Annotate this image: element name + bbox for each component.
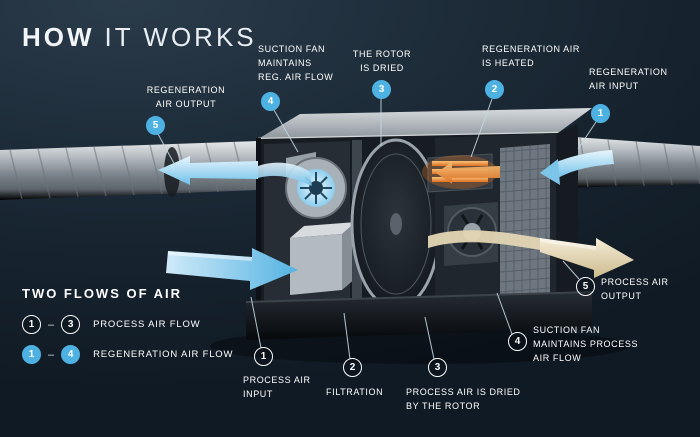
legend-regeneration-label: REGENERATION AIR FLOW — [93, 349, 234, 360]
legend-dash-1: – — [48, 318, 55, 331]
step-badge-process-5: 5 — [576, 277, 595, 296]
callout-rotor-is-dried: THE ROTOR IS DRIED — [352, 49, 412, 73]
callout-suction-fan-reg: SUCTION FAN MAINTAINS REG. AIR FLOW — [258, 44, 334, 82]
step-badge-regen-1: 1 — [591, 104, 610, 123]
callout-process-air-dried: PROCESS AIR IS DRIED BY THE ROTOR — [406, 387, 521, 411]
filter-box — [290, 222, 356, 295]
regeneration-output-arrow — [158, 156, 312, 186]
callout-regeneration-air-heated: REGENERATION AIR IS HEATED — [482, 44, 580, 68]
step-badge-regen-5: 5 — [146, 116, 165, 135]
legend-dash-2: – — [48, 348, 55, 361]
legend-process-end-badge: 3 — [61, 315, 81, 334]
legend-heading: TWO FLOWS OF AIR — [22, 286, 183, 301]
legend-regen-start-badge: 1 — [22, 345, 41, 364]
title-rest: IT WORKS — [104, 22, 257, 52]
legend-process-label: PROCESS AIR FLOW — [93, 319, 201, 330]
callout-process-air-output: PROCESS AIR OUTPUT — [601, 277, 669, 301]
process-output-arrow — [540, 238, 634, 278]
cabinet-base — [246, 292, 592, 340]
process-input-arrow — [166, 248, 298, 290]
step-badge-process-3: 3 — [428, 358, 447, 377]
legend-row-process: 1 – 3 PROCESS AIR FLOW — [22, 315, 233, 334]
step-badge-regen-2: 2 — [485, 80, 504, 99]
dried-air-ribbon — [428, 230, 540, 250]
step-badge-regen-4: 4 — [261, 92, 280, 111]
title-emphasis: HOW — [22, 22, 95, 52]
step-badge-process-1: 1 — [254, 347, 273, 366]
dehumidifier-cabinet — [245, 108, 593, 340]
callout-regeneration-air-input: REGENERATION AIR INPUT — [589, 67, 668, 91]
callout-filtration: FILTRATION — [326, 387, 384, 397]
step-badge-regen-3: 3 — [372, 80, 391, 99]
callout-suction-fan-process: SUCTION FAN MAINTAINS PROCESS AIR FLOW — [533, 325, 639, 363]
leader-lines — [157, 98, 597, 360]
legend: TWO FLOWS OF AIR 1 – 3 PROCESS AIR FLOW … — [22, 286, 233, 375]
page-title: HOW IT WORKS — [22, 22, 257, 53]
heated-air-arrow — [436, 162, 500, 184]
legend-process-start-badge: 1 — [22, 315, 41, 334]
legend-regen-end-badge: 4 — [61, 345, 81, 364]
perforated-panel — [500, 144, 550, 300]
legend-row-regeneration: 1 – 4 REGENERATION AIR FLOW — [22, 345, 233, 364]
callout-regeneration-air-output: REGENERATION AIR OUTPUT — [146, 85, 226, 109]
regeneration-input-arrow — [540, 150, 614, 185]
step-badge-process-4: 4 — [508, 332, 527, 351]
step-badge-process-2: 2 — [343, 358, 362, 377]
cabinet-top-face — [258, 108, 592, 139]
callout-process-air-input: PROCESS AIR INPUT — [243, 375, 311, 399]
